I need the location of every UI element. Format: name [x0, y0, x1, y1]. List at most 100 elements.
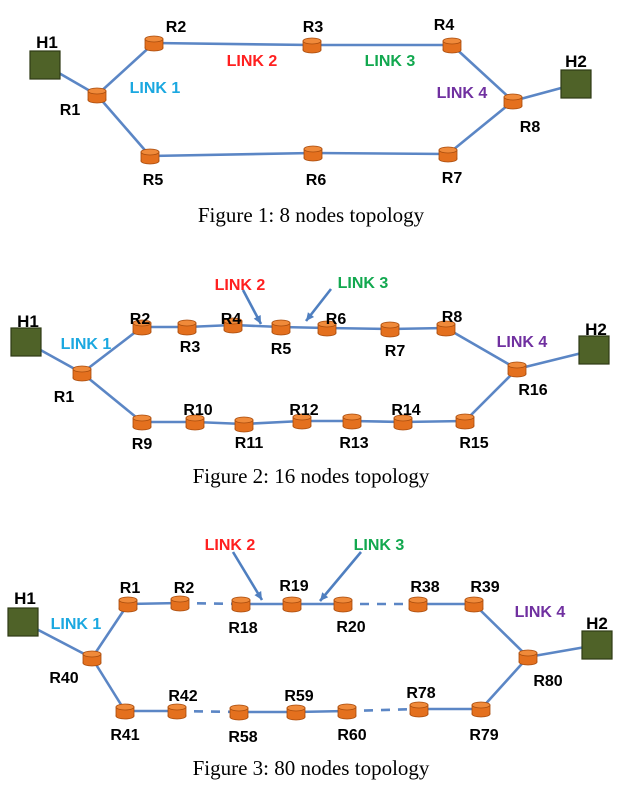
edge-r1-r9	[81, 371, 143, 424]
router-top	[464, 596, 484, 604]
router-r7	[380, 321, 400, 338]
router-label: R58	[228, 729, 257, 746]
router-fill	[456, 418, 474, 426]
dashed-edge-r60-r78	[346, 707, 420, 713]
router-r16	[507, 361, 527, 378]
router-r7	[438, 146, 458, 163]
router-r11	[234, 416, 254, 433]
router-top	[170, 595, 190, 603]
router-label: R14	[391, 402, 420, 419]
router-fill	[303, 42, 321, 50]
router-fill	[381, 326, 399, 334]
router-r2	[144, 35, 164, 52]
link-label-1: LINK 1	[51, 616, 102, 633]
router-r1	[72, 365, 92, 382]
router-r20	[333, 596, 353, 613]
router-label: R5	[143, 172, 164, 189]
host-h1	[10, 327, 42, 357]
edge-r15-r16	[464, 368, 518, 422]
router-top	[380, 321, 400, 329]
router-label: R11	[235, 435, 264, 452]
router-fill	[508, 366, 526, 374]
router-r60	[337, 703, 357, 720]
router-label: R7	[442, 170, 463, 187]
router-fill	[334, 601, 352, 609]
router-r5	[271, 319, 291, 336]
router-fill	[287, 709, 305, 717]
router-label: R8	[520, 119, 541, 136]
host-label: H1	[36, 33, 58, 52]
router-r39	[464, 596, 484, 613]
router-fill	[443, 42, 461, 50]
router-r8	[436, 320, 456, 337]
router-top	[177, 319, 197, 327]
router-label: R9	[132, 436, 153, 453]
router-fill	[83, 655, 101, 663]
router-fill	[437, 325, 455, 333]
router-fill	[394, 419, 412, 427]
router-label: R5	[271, 341, 292, 358]
router-fill	[133, 419, 151, 427]
edge-r5-r6	[149, 151, 314, 158]
router-label: R12	[289, 402, 318, 419]
link-label-3: LINK 3	[365, 53, 416, 70]
router-fill	[304, 150, 322, 158]
router-fill	[178, 324, 196, 332]
link-label-3: LINK 3	[338, 275, 389, 292]
host-label: H1	[17, 312, 39, 331]
router-top	[438, 146, 458, 154]
figure-caption: Figure 3: 80 nodes topology	[193, 756, 430, 780]
router-fill	[133, 324, 151, 332]
router-fill	[504, 98, 522, 106]
router-r78	[409, 701, 429, 718]
router-top	[82, 650, 102, 658]
router-top	[132, 414, 152, 422]
router-top	[408, 596, 428, 604]
edge-r39-r80	[473, 603, 529, 658]
router-top	[471, 701, 491, 709]
router-r9	[132, 414, 152, 431]
edge-layer	[22, 41, 598, 714]
router-label: R2	[166, 19, 187, 36]
router-fill	[235, 421, 253, 429]
link-label-1: LINK 1	[61, 336, 112, 353]
node-layer	[7, 35, 613, 721]
router-top	[518, 649, 538, 657]
router-top	[292, 413, 312, 421]
router-fill	[343, 418, 361, 426]
router-top	[317, 320, 337, 328]
router-top	[87, 87, 107, 95]
router-r18	[231, 596, 251, 613]
edge-r14-r15	[402, 419, 466, 424]
router-label: R60	[337, 727, 366, 744]
router-r58	[229, 704, 249, 721]
router-label: R10	[183, 402, 212, 419]
router-label: R15	[459, 435, 488, 452]
router-top	[333, 596, 353, 604]
router-label: R18	[228, 620, 257, 637]
router-top	[436, 320, 456, 328]
router-fill	[293, 418, 311, 426]
router-top	[223, 317, 243, 325]
router-label: R1	[60, 102, 81, 119]
router-top	[185, 414, 205, 422]
router-fill	[168, 708, 186, 716]
router-top	[144, 35, 164, 43]
figure-caption: Figure 1: 8 nodes topology	[198, 203, 425, 227]
router-label: R80	[533, 673, 562, 690]
arrowhead	[254, 591, 262, 600]
router-top	[231, 596, 251, 604]
router-top	[342, 413, 362, 421]
router-label: R3	[180, 339, 201, 356]
router-top	[286, 704, 306, 712]
router-top	[503, 93, 523, 101]
router-top	[167, 703, 187, 711]
router-label: R4	[221, 311, 242, 328]
router-top	[409, 701, 429, 709]
edge-r1-r5	[96, 94, 151, 157]
router-label: R2	[130, 311, 151, 328]
router-fill	[171, 600, 189, 608]
router-r4	[223, 317, 243, 334]
router-r3	[302, 37, 322, 54]
